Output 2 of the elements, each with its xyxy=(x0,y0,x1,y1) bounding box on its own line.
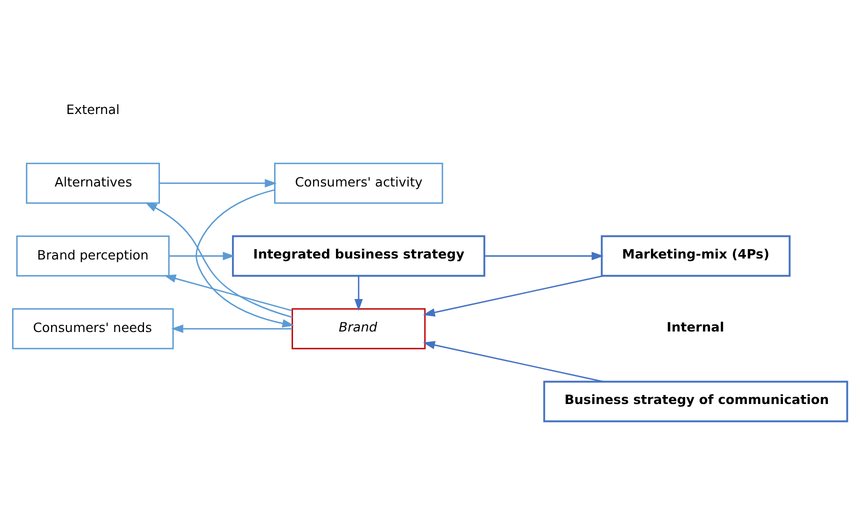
label: Internal xyxy=(666,320,724,335)
label: External xyxy=(66,102,120,118)
